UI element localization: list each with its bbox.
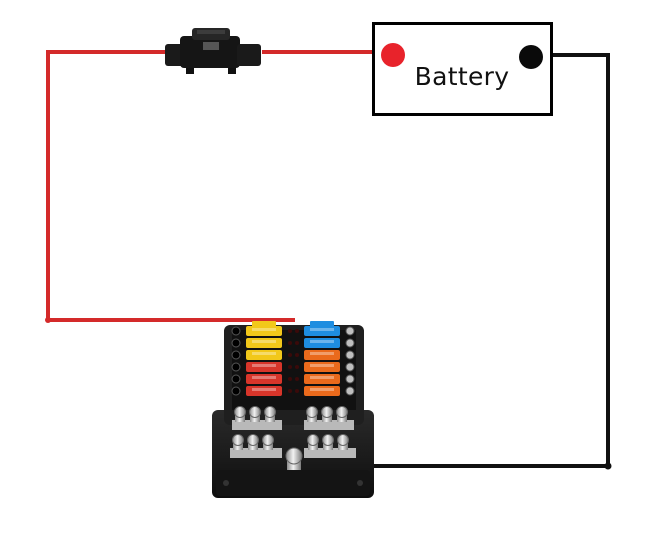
fuse — [246, 326, 282, 336]
fuse — [304, 350, 340, 360]
battery-icon — [372, 22, 553, 116]
terminal-stud — [307, 434, 319, 450]
battery-label: Battery — [414, 62, 510, 91]
fuse — [246, 374, 282, 384]
terminal-stud — [247, 434, 259, 450]
fuse — [304, 386, 340, 396]
fuse — [304, 326, 340, 336]
fuse — [246, 386, 282, 396]
terminal-stud — [249, 406, 261, 422]
fuse — [246, 362, 282, 372]
inline-fuse-holder-icon — [165, 28, 261, 74]
positive-wire — [45, 50, 372, 323]
terminal-stud — [234, 406, 246, 422]
terminal-stud — [264, 406, 276, 422]
terminal-stud — [336, 406, 348, 422]
negative-wire — [372, 53, 612, 470]
fuse — [246, 350, 282, 360]
terminal-stud — [262, 434, 274, 450]
fuse — [304, 362, 340, 372]
terminal-stud — [337, 434, 349, 450]
fuse — [304, 338, 340, 348]
negative-terminal — [519, 45, 543, 69]
fuse — [304, 374, 340, 384]
fuse-block-icon — [212, 321, 374, 498]
terminal-stud — [232, 434, 244, 450]
terminal-stud — [321, 406, 333, 422]
terminal-stud — [322, 434, 334, 450]
terminal-stud — [306, 406, 318, 422]
positive-terminal — [381, 43, 405, 67]
fuse — [246, 338, 282, 348]
